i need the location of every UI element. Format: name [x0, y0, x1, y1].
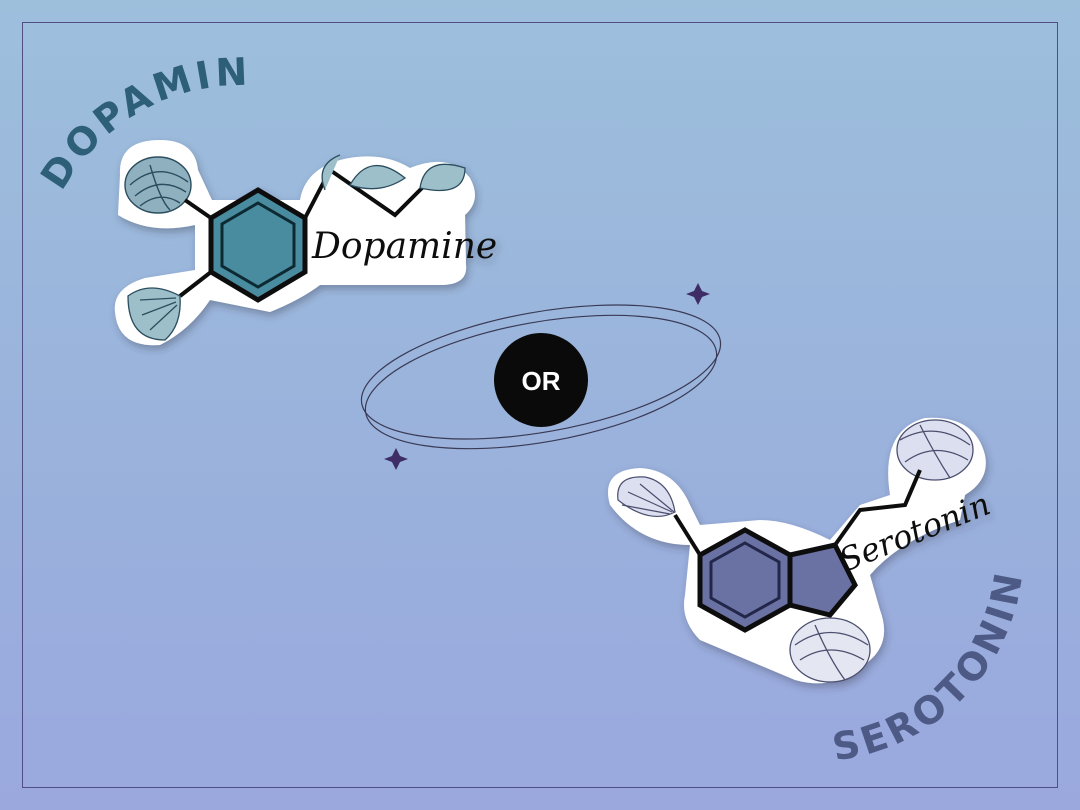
sparkle-icon: [686, 283, 710, 305]
dopamine-label: Dopamine: [311, 226, 497, 267]
flower-icon: [896, 419, 974, 481]
orbit-rings: [360, 304, 722, 450]
indole-five-ring: [787, 542, 858, 618]
sparkle-icon: [384, 448, 408, 470]
ginkgo-leaf-icon: [321, 154, 466, 192]
indole-six-ring: [697, 527, 793, 633]
flower-icon: [789, 617, 871, 683]
serotonin-sticker: Serotonin: [608, 417, 995, 684]
or-badge: [494, 333, 588, 427]
ginkgo-leaf-icon: [617, 476, 676, 518]
or-label: OR: [522, 366, 561, 396]
dopamine-sticker: Dopamine: [114, 140, 497, 346]
decorative-frame: [22, 22, 1058, 788]
ginkgo-leaf-icon: [127, 287, 181, 341]
flower-icon: [124, 156, 192, 214]
